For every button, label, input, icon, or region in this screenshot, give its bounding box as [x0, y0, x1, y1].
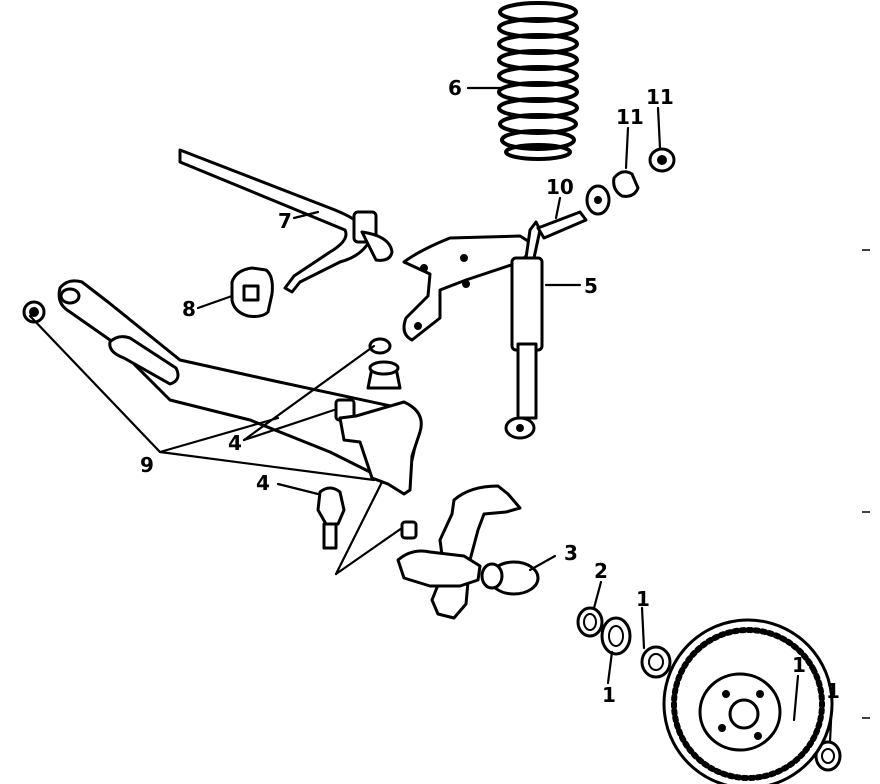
stabilizer-bar — [178, 148, 394, 294]
callout-11b: 11 — [646, 85, 674, 109]
callout-11a: 11 — [616, 105, 644, 129]
callout-7: 7 — [278, 209, 292, 233]
callout-9: 9 — [140, 453, 154, 477]
callout-1d: 1 — [826, 679, 840, 703]
stabilizer-bushing — [230, 266, 274, 318]
callout-6: 6 — [448, 76, 462, 100]
callout-10: 10 — [546, 175, 574, 199]
steering-knuckle — [338, 400, 540, 620]
callout-2: 2 — [594, 559, 608, 583]
callout-4a: 4 — [228, 431, 242, 455]
callout-4b: 4 — [256, 471, 270, 495]
shock-absorber — [504, 210, 588, 440]
callout-1c: 1 — [792, 653, 806, 677]
shock-mount-insulators — [585, 147, 676, 216]
coil-spring — [497, 1, 579, 161]
callouts: 6 7 8 5 10 11 11 9 4 4 3 2 1 1 1 1 — [140, 76, 840, 707]
ball-joints — [316, 337, 402, 550]
margin-ticks — [862, 249, 870, 719]
callout-1b: 1 — [602, 683, 616, 707]
callout-8: 8 — [182, 297, 196, 321]
brake-rotor — [662, 618, 834, 784]
lower-control-arm — [22, 279, 422, 474]
leader-lines — [28, 86, 834, 744]
callout-5: 5 — [584, 274, 598, 298]
callout-1a: 1 — [636, 587, 650, 611]
callout-3: 3 — [564, 541, 578, 565]
upper-control-arm — [402, 234, 538, 342]
